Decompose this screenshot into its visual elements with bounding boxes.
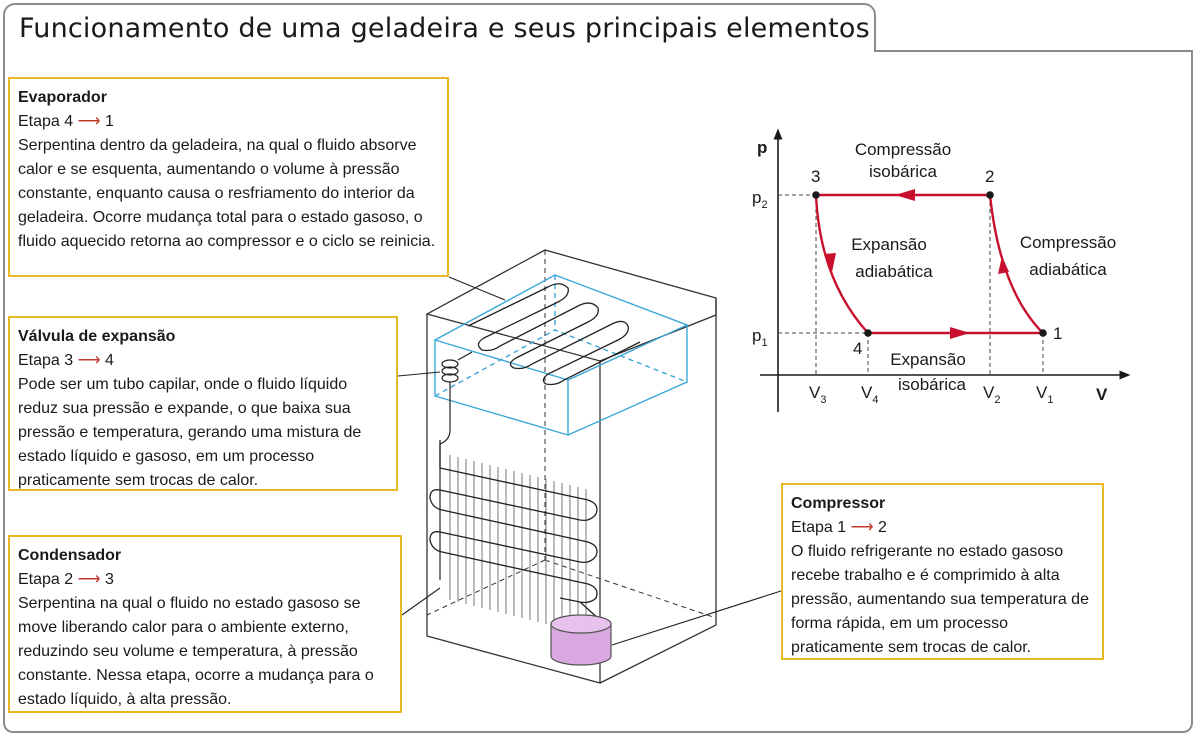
stage-arrow-icon: ⟶: [77, 571, 101, 588]
arrow-isobaric-expansion: [950, 327, 970, 339]
cycle-arrows: [824, 189, 1009, 339]
cabinet-side: [599, 298, 717, 684]
compressor-heading: Compressor: [791, 495, 886, 512]
v3-label: V3: [809, 383, 826, 406]
label-compressao-adiabatica-1: Compressão: [1020, 233, 1116, 252]
evaporador-text: Serpentina dentro da geladeira, na qual …: [18, 137, 436, 250]
p-axis-label: p: [757, 138, 767, 157]
stage-arrow-icon: ⟶: [77, 352, 101, 369]
pv-graph: p V p2 p1 V3 V4 V2 V1 3 2 4 1 Compressão…: [752, 128, 1131, 412]
condenser-grid: [449, 455, 587, 634]
evaporador-box: Evaporador Etapa 4 ⟶ 1 Serpentina dentro…: [8, 77, 449, 277]
arrow-isobaric-compression: [895, 189, 915, 201]
label-expansao-adiabatica-2: adiabática: [855, 262, 933, 281]
valvula-stage: Etapa 3 ⟶ 4: [18, 352, 114, 369]
point-2-label: 2: [985, 167, 994, 186]
label-compressao-adiabatica-2: adiabática: [1029, 260, 1107, 279]
evaporador-heading: Evaporador: [18, 89, 107, 106]
freezer-box: [433, 274, 689, 436]
condensador-box: Condensador Etapa 2 ⟶ 3 Serpentina na qu…: [8, 535, 402, 713]
valvula-box: Válvula de expansão Etapa 3 ⟶ 4 Pode ser…: [8, 316, 398, 491]
label-expansao-isobarica-1: Expansão: [890, 350, 966, 369]
arrow-adiabatic-compression: [998, 256, 1009, 274]
label-expansao-isobarica-2: isobárica: [898, 375, 967, 394]
v4-label: V4: [861, 383, 878, 406]
arrow-adiabatic-expansion: [824, 253, 836, 272]
refrigerator-illustration: [425, 249, 717, 684]
condensador-stage: Etapa 2 ⟶ 3: [18, 571, 114, 588]
cycle-points: [812, 191, 1047, 337]
capillary-tube: [439, 351, 473, 580]
condensador-text: Serpentina na qual o fluido no estado ga…: [18, 595, 374, 708]
title-tab: Funcionamento de uma geladeira e seus pr…: [3, 3, 876, 52]
valvula-text: Pode ser um tubo capilar, onde o fluido …: [18, 376, 362, 489]
point-1-label: 1: [1053, 324, 1062, 343]
point-3-label: 3: [811, 167, 820, 186]
guide-lines: [778, 194, 1044, 375]
stage-arrow-icon: ⟶: [77, 113, 101, 130]
figure-title: Funcionamento de uma geladeira e seus pr…: [19, 13, 870, 44]
cabinet-front: [426, 314, 601, 684]
leader-lines: [397, 276, 782, 646]
label-compressao-isobarica-2: isobárica: [869, 162, 938, 181]
stage-arrow-icon: ⟶: [850, 519, 874, 536]
evaporator-coil: [467, 283, 641, 386]
label-compressao-isobarica-1: Compressão: [855, 140, 951, 159]
label-expansao-adiabatica-1: Expansão: [851, 235, 927, 254]
point-4-label: 4: [853, 339, 862, 358]
v1-label: V1: [1036, 383, 1053, 406]
compressor-box: Compressor Etapa 1 ⟶ 2 O fluido refriger…: [781, 483, 1104, 660]
valvula-heading: Válvula de expansão: [18, 328, 176, 345]
compressor-text: O fluido refrigerante no estado gasoso r…: [791, 543, 1089, 656]
v-axis-label: V: [1096, 385, 1108, 404]
p2-label: p2: [752, 188, 768, 211]
condensador-heading: Condensador: [18, 547, 122, 564]
p1-label: p1: [752, 326, 768, 349]
compressor-stage: Etapa 1 ⟶ 2: [791, 519, 887, 536]
v2-label: V2: [983, 383, 1000, 406]
evaporador-stage: Etapa 4 ⟶ 1: [18, 113, 114, 130]
condenser-coil: [429, 440, 601, 621]
compressor-illustration: [550, 614, 612, 666]
